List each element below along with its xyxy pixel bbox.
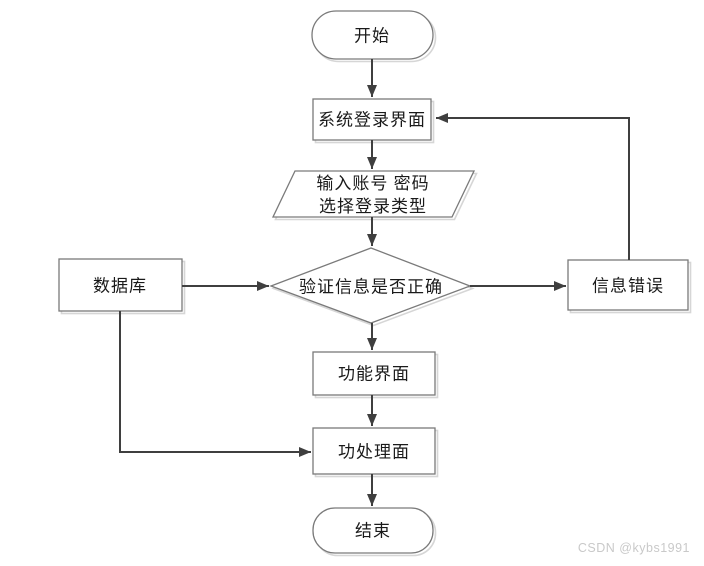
function-node-label: 功能界面 bbox=[338, 364, 410, 384]
database-process-shape bbox=[58, 258, 183, 312]
verify-node-label: 验证信息是否正确 bbox=[299, 277, 443, 297]
end-terminator-shape bbox=[312, 507, 434, 554]
input-node-label-line2: 选择登录类型 bbox=[319, 197, 427, 216]
input-node-label: 输入账号 密码 选择登录类型 bbox=[316, 172, 429, 218]
end-node-label: 结束 bbox=[355, 521, 391, 541]
input-node-label-line1: 输入账号 密码 bbox=[316, 174, 430, 193]
function-process-shape bbox=[312, 351, 436, 396]
input-parallelogram-shape bbox=[271, 170, 476, 218]
edge-error-to-login bbox=[436, 113, 630, 260]
handle-process-shape bbox=[312, 427, 436, 475]
login-node-label: 系统登录界面 bbox=[318, 110, 426, 130]
csdn-watermark: CSDN @kybs1991 bbox=[577, 541, 690, 555]
handle-node-label: 功处理面 bbox=[338, 442, 410, 462]
login-process-shape bbox=[312, 98, 432, 141]
edge-database-to-handle bbox=[119, 311, 311, 457]
error-node-label: 信息错误 bbox=[592, 276, 664, 296]
error-process-shape bbox=[567, 259, 689, 311]
database-node-label: 数据库 bbox=[93, 276, 147, 296]
start-node-label: 开始 bbox=[354, 26, 390, 46]
